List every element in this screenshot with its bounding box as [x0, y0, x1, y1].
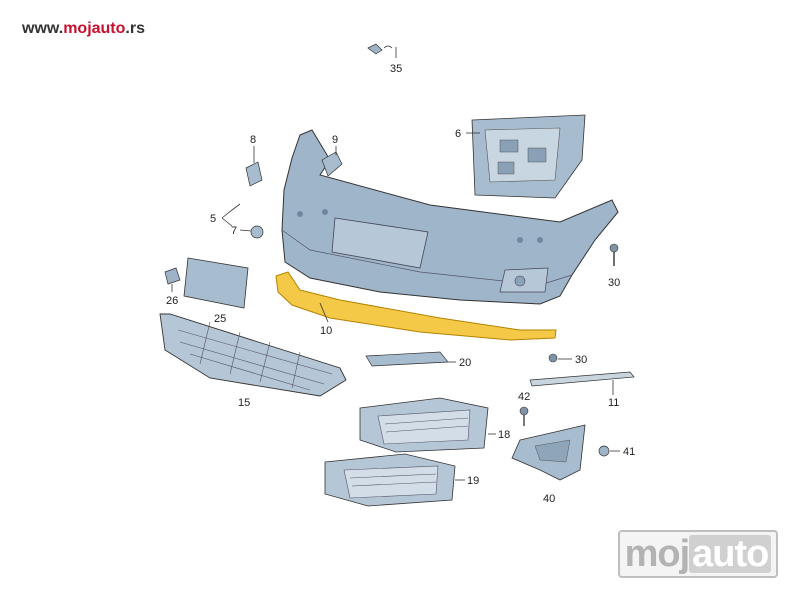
part-35-clip: [367, 43, 397, 58]
callout-19: 19: [467, 475, 479, 487]
part-30-screw-lower: [548, 353, 558, 363]
url-brand: mojauto: [63, 20, 126, 37]
callout-6: 6: [455, 128, 461, 140]
callout-15: 15: [238, 397, 250, 409]
part-15-grille: [159, 313, 347, 397]
callout-41: 41: [623, 446, 635, 458]
part-42-bolt: [519, 406, 529, 426]
callout-7: 7: [231, 225, 237, 237]
part-26-clip: [164, 267, 181, 285]
callout-9: 9: [332, 134, 338, 146]
part-7-sensor: [250, 225, 264, 239]
callout-30-upper: 30: [608, 277, 620, 289]
callout-40: 40: [543, 493, 555, 505]
callout-30-lower: 30: [575, 354, 587, 366]
callout-42: 42: [518, 391, 530, 403]
callout-8: 8: [250, 134, 256, 146]
callout-35: 35: [390, 63, 402, 75]
url-prefix: www.: [22, 20, 64, 37]
logo-text-part2: auto: [689, 535, 772, 573]
part-11-strip: [529, 371, 635, 387]
part-9-bracket: [321, 151, 343, 177]
part-10-spoiler-lip: [275, 271, 557, 341]
part-30-screw-upper: [609, 243, 619, 266]
part-41-nut: [598, 445, 610, 457]
part-8-bracket: [245, 161, 263, 187]
callout-25: 25: [214, 313, 226, 325]
callout-18: 18: [498, 429, 510, 441]
logo-text-part1: moj: [624, 533, 691, 575]
part-40-liner: [511, 424, 586, 481]
url-suffix: .rs: [125, 20, 145, 37]
callout-5: 5: [210, 213, 216, 225]
part-20-trim: [365, 351, 449, 367]
part-19-fog-grille: [324, 453, 456, 507]
callout-10: 10: [320, 325, 332, 337]
bumper-cover: [281, 129, 619, 305]
part-18-fog-grille: [359, 397, 489, 453]
callout-11: 11: [608, 397, 619, 409]
callout-20: 20: [459, 357, 471, 369]
part-25-plate-holder: [183, 257, 249, 309]
website-url: www.mojauto.rs: [22, 20, 145, 38]
callout-26: 26: [166, 295, 178, 307]
part-6-bracket: [471, 114, 586, 199]
